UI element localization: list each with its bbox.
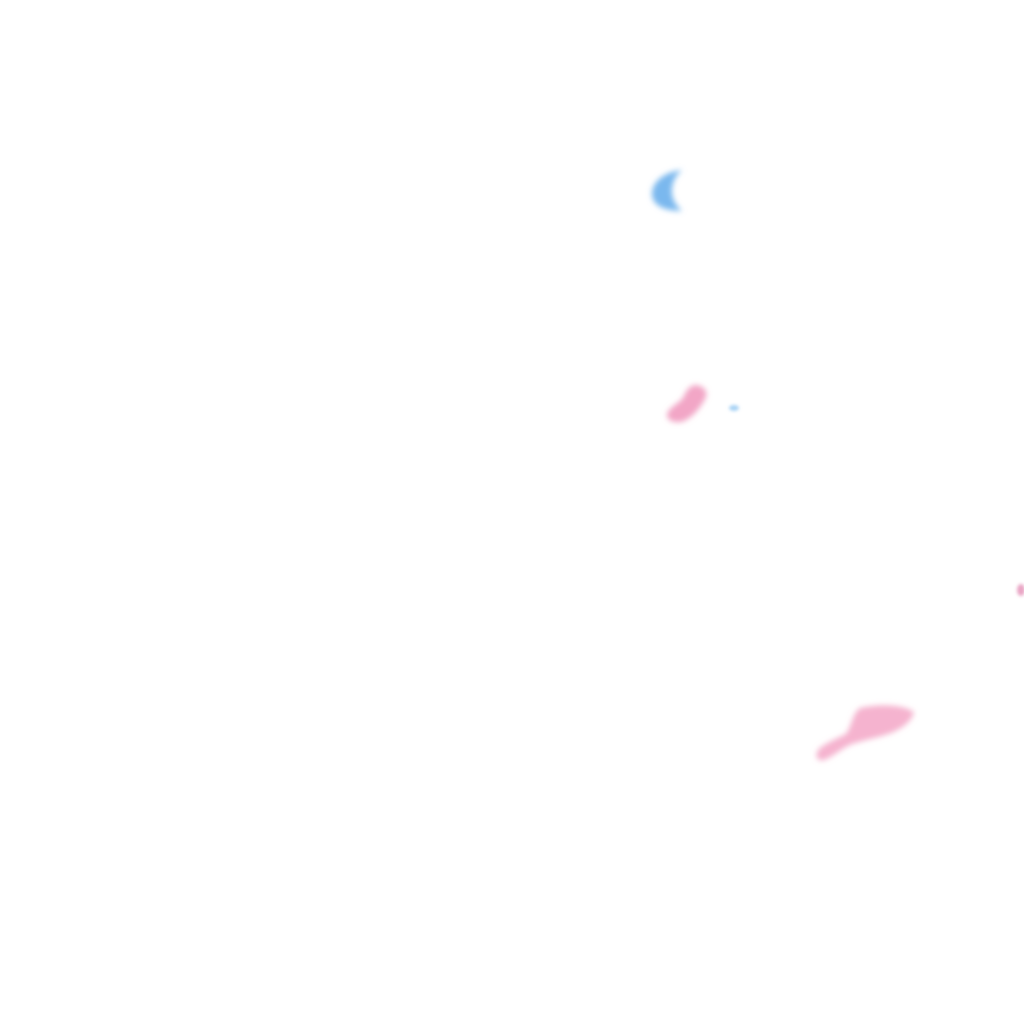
pink-blob-lower-right bbox=[816, 705, 914, 761]
blue-speck-middle bbox=[729, 405, 739, 411]
pink-speck-right-edge bbox=[1017, 584, 1024, 596]
blue-crescent-blob bbox=[652, 170, 682, 211]
pink-blob-middle bbox=[667, 385, 707, 423]
